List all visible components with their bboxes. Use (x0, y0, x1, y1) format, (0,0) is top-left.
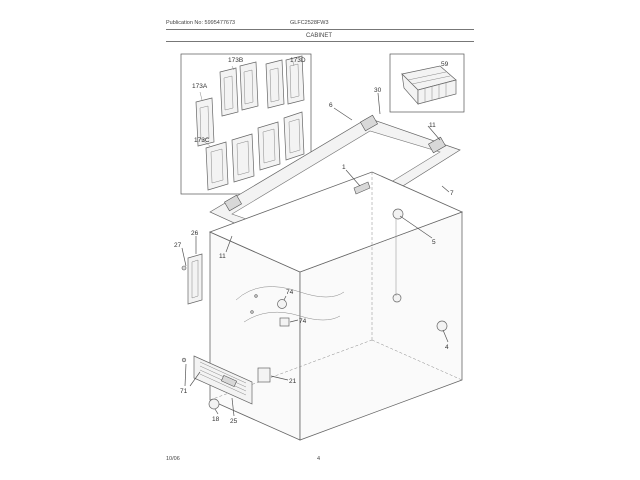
header-rule-top (166, 29, 474, 30)
model-number: GLFC2528FW3 (290, 20, 329, 26)
control-panel-grille (193, 355, 253, 405)
callout-11-top: 11 (429, 122, 436, 129)
gasket-panel-173d (265, 55, 305, 109)
footer-date: 10/06 (166, 456, 180, 462)
gasket-inset-box (180, 53, 312, 195)
storage-basket (401, 65, 457, 105)
callout-26: 26 (191, 230, 199, 237)
leader-lines (181, 92, 450, 417)
callout-4: 4 (445, 344, 449, 351)
callout-71: 71 (180, 388, 188, 395)
publication-number: Publication No: 5995477673 (166, 20, 236, 26)
basket-inset-box (389, 53, 465, 113)
header-rule-bottom (166, 41, 474, 42)
callout-21: 21 (289, 378, 297, 385)
callout-74-upper: 74 (286, 289, 294, 296)
callout-18: 18 (212, 416, 220, 423)
callout-6: 6 (329, 102, 333, 109)
gasket-panel-173a (195, 97, 215, 147)
section-title: CABINET (306, 33, 333, 39)
callout-7: 7 (450, 190, 454, 197)
callout-173d: 173D (290, 57, 306, 64)
callout-173b: 173B (228, 57, 243, 64)
hinge-bracket (181, 253, 203, 305)
callout-173c: 173C (194, 137, 210, 144)
gasket-panel-173c (205, 111, 305, 191)
callout-30: 30 (374, 87, 382, 94)
callout-11-left: 11 (219, 253, 226, 260)
callout-5: 5 (432, 239, 436, 246)
gasket-panel-173b (219, 61, 259, 117)
callout-74-lower: 74 (299, 318, 307, 325)
small-parts (181, 181, 448, 410)
callout-25: 25 (230, 418, 238, 425)
callout-1: 1 (342, 164, 346, 171)
callout-27: 27 (174, 242, 182, 249)
callout-labels: 173B 173D 173A 173C 59 30 6 11 1 7 5 27 … (174, 57, 454, 425)
callout-173a: 173A (192, 83, 208, 90)
footer-page-number: 4 (317, 456, 321, 462)
callout-59: 59 (441, 61, 449, 68)
